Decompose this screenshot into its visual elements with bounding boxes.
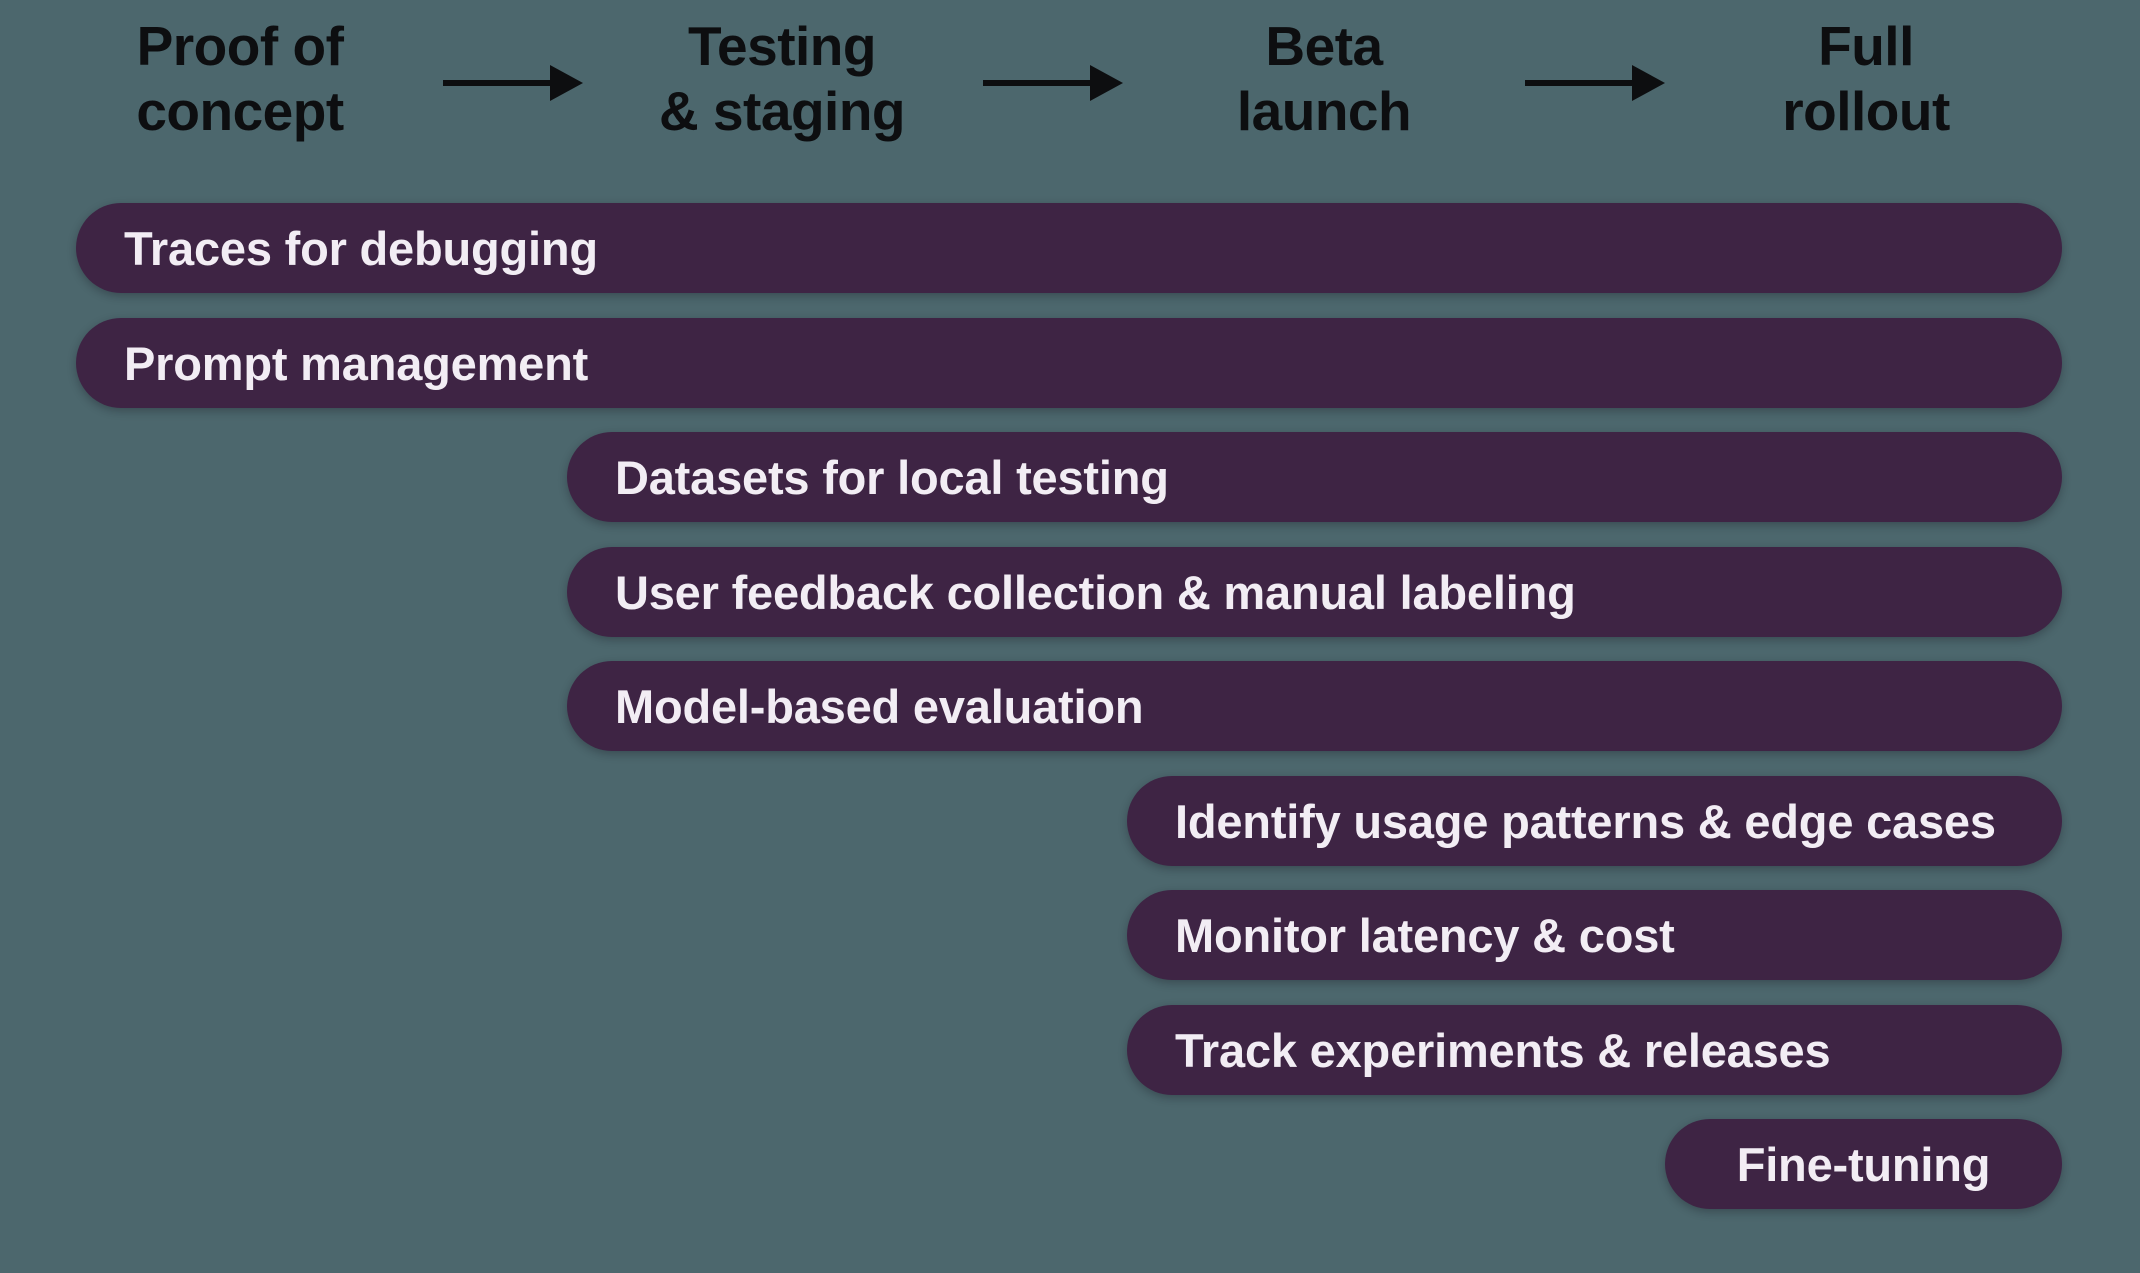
bar-label: Model-based evaluation — [615, 679, 1144, 733]
timeline-bar-traces-for-debugging: Traces for debugging — [76, 203, 2062, 293]
timeline-bar-monitor-latency-cost: Monitor latency & cost — [1127, 890, 2062, 980]
bar-label: Monitor latency & cost — [1175, 908, 1675, 962]
timeline-bar-prompt-management: Prompt management — [76, 318, 2062, 408]
phase-header-beta-launch: Beta launch — [1236, 15, 1412, 142]
arrow-right-icon — [1525, 65, 1665, 101]
phase-header-testing-staging: Testing & staging — [658, 15, 906, 142]
bar-label: Identify usage patterns & edge cases — [1175, 794, 1996, 848]
timeline-bar-fine-tuning: Fine-tuning — [1665, 1119, 2062, 1209]
timeline-bar-datasets-for-local-testing: Datasets for local testing — [567, 432, 2062, 522]
bar-label: Track experiments & releases — [1175, 1023, 1831, 1077]
bar-label: User feedback collection & manual labeli… — [615, 565, 1576, 619]
bar-label: Fine-tuning — [1736, 1137, 1991, 1191]
bar-label: Prompt management — [124, 336, 589, 390]
timeline-bar-user-feedback-collection-manual-labeling: User feedback collection & manual labeli… — [567, 547, 2062, 637]
timeline-bar-model-based-evaluation: Model-based evaluation — [567, 661, 2062, 751]
arrow-right-icon — [443, 65, 583, 101]
bar-label: Traces for debugging — [124, 221, 598, 275]
phase-header-proof-of-concept: Proof of concept — [136, 15, 344, 142]
timeline-bar-identify-usage-patterns-edge-cases: Identify usage patterns & edge cases — [1127, 776, 2062, 866]
arrow-right-icon — [983, 65, 1123, 101]
bar-label: Datasets for local testing — [615, 450, 1169, 504]
timeline-bar-track-experiments-releases: Track experiments & releases — [1127, 1005, 2062, 1095]
phase-header-full-rollout: Full rollout — [1782, 15, 1950, 142]
